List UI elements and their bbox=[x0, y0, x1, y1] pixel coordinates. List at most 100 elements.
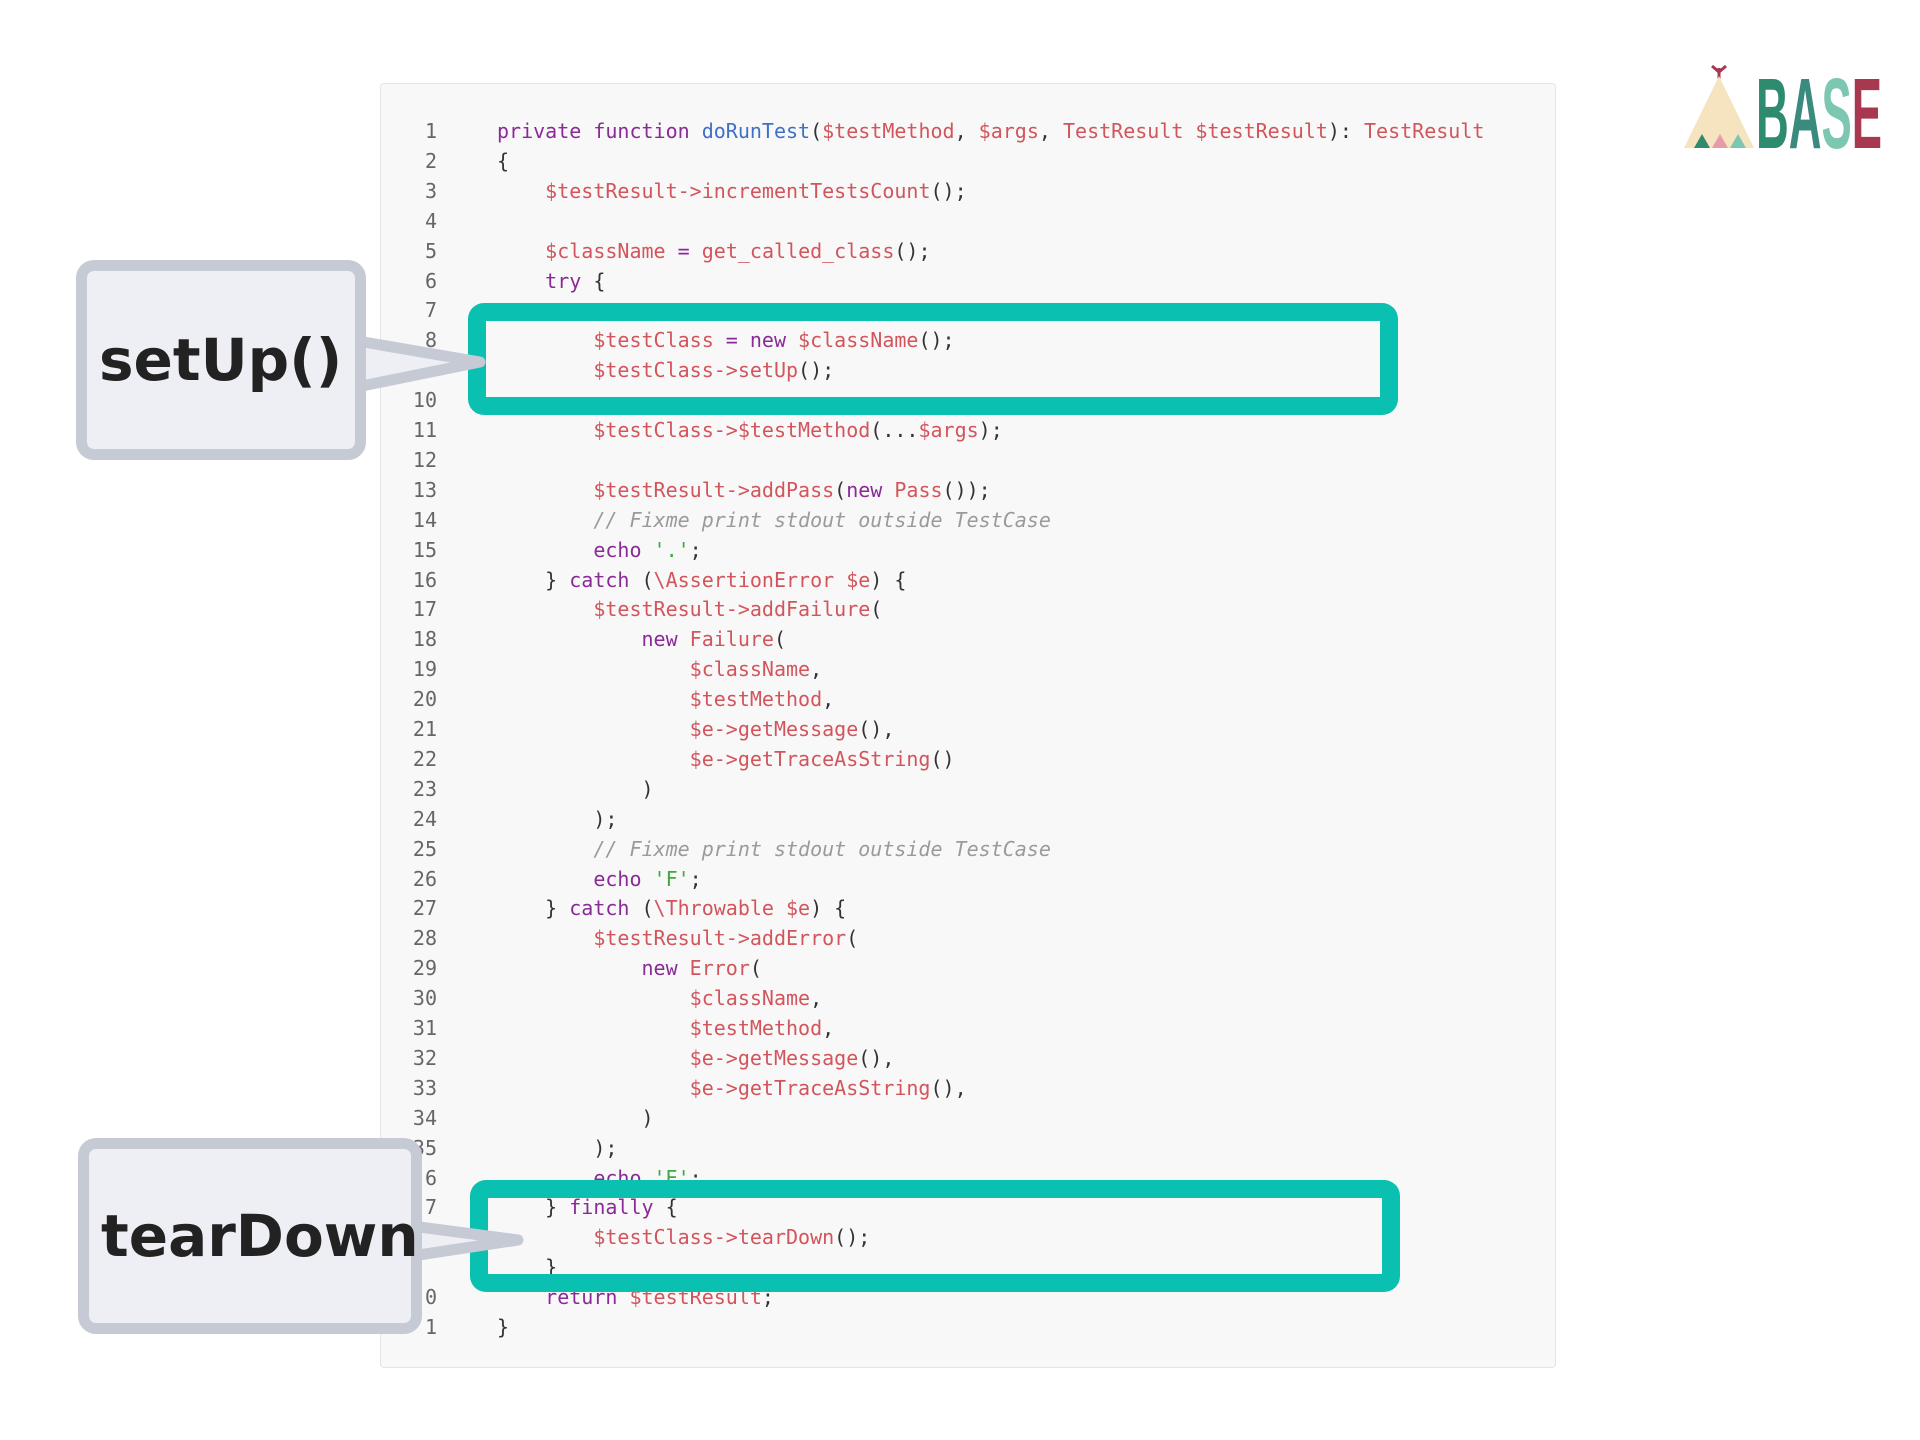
code-token: $testResult->incrementTestsCount bbox=[545, 178, 931, 203]
code-token: doRunTest bbox=[701, 119, 811, 143]
code-token: $args bbox=[978, 119, 1039, 143]
line-number: 19 bbox=[412, 657, 437, 682]
base-logo: BASE bbox=[1680, 62, 1888, 154]
line-number: 30 bbox=[412, 986, 437, 1011]
line-number: 4 bbox=[424, 208, 437, 233]
line-number: 7 bbox=[424, 1195, 437, 1220]
code-token: Error bbox=[689, 956, 750, 981]
code-token: $testResult->addFailure bbox=[593, 597, 871, 622]
code-token: $className bbox=[689, 986, 811, 1011]
code-token: $e->getMessage bbox=[689, 717, 859, 741]
line-number: 33 bbox=[412, 1075, 437, 1100]
code-text: } bbox=[497, 1312, 509, 1342]
code-token: new bbox=[641, 956, 690, 981]
code-token: ( bbox=[773, 627, 787, 652]
code-token: , bbox=[822, 1016, 835, 1040]
code-text: { bbox=[497, 146, 509, 176]
code-token: { bbox=[653, 1195, 678, 1220]
code-text: } catch (\Throwable $e) { bbox=[497, 893, 846, 923]
code-token: { bbox=[497, 148, 510, 173]
code-text: $className, bbox=[497, 654, 822, 684]
code-token: ( bbox=[870, 597, 883, 622]
code-text: $testResult->addFailure( bbox=[497, 594, 882, 624]
code-text: try { bbox=[497, 266, 605, 296]
line-number: 11 bbox=[412, 418, 437, 442]
code-token: \Throwable $e bbox=[653, 896, 811, 921]
code-token: } bbox=[497, 567, 570, 592]
line-number: 25 bbox=[412, 836, 437, 861]
code-token: catch bbox=[569, 567, 642, 592]
code-token: , bbox=[1038, 119, 1063, 143]
teardown-callout: tearDown bbox=[78, 1138, 422, 1334]
code-token: \AssertionError $e bbox=[653, 567, 871, 592]
line-number: 5 bbox=[424, 238, 437, 263]
code-text: $testClass = new $className(); bbox=[497, 325, 954, 355]
code-token: = new bbox=[725, 328, 799, 353]
code-text: echo 'F'; bbox=[497, 864, 702, 894]
line-number: 15 bbox=[412, 537, 437, 562]
line-number: 2 bbox=[424, 148, 437, 173]
code-text: $testClass->$testMethod(...$args); bbox=[497, 415, 1002, 445]
line-number: 28 bbox=[412, 926, 437, 951]
code-text: ) bbox=[497, 774, 653, 804]
line-number: 32 bbox=[412, 1045, 437, 1070]
code-token: echo bbox=[593, 866, 654, 891]
setup-callout: setUp() bbox=[76, 260, 366, 460]
line-number: 6 bbox=[424, 1165, 437, 1190]
line-number: 13 bbox=[412, 477, 437, 502]
code-token: $e->getTraceAsString bbox=[689, 746, 931, 771]
code-token: $testMethod bbox=[822, 119, 955, 143]
line-number: 0 bbox=[424, 1285, 437, 1310]
code-token: $e->getTraceAsString bbox=[689, 1075, 931, 1100]
setup-highlight-box bbox=[468, 303, 1398, 415]
line-number: 10 bbox=[412, 388, 437, 413]
code-token: ()); bbox=[942, 477, 991, 502]
code-text: $testResult->addPass(new Pass()); bbox=[497, 475, 991, 505]
code-token: 'F' bbox=[653, 866, 690, 891]
line-number: 23 bbox=[412, 776, 437, 801]
line-number: 34 bbox=[412, 1105, 437, 1130]
line-number: 20 bbox=[412, 687, 437, 712]
line-number: 21 bbox=[412, 717, 437, 741]
line-number: 8 bbox=[424, 328, 437, 353]
code-text: $testResult->incrementTestsCount(); bbox=[497, 176, 967, 206]
code-token: = bbox=[677, 238, 702, 263]
line-number: 16 bbox=[412, 567, 437, 592]
code-token: $className bbox=[545, 238, 666, 263]
code-token: $className bbox=[689, 657, 811, 682]
code-text: // Fixme print stdout outside TestCase bbox=[497, 834, 1051, 864]
code-token: TestResult bbox=[1364, 119, 1485, 143]
code-token: } bbox=[497, 1315, 510, 1339]
code-token: // Fixme print stdout outside TestCase bbox=[593, 507, 1051, 532]
code-token: $e->getMessage bbox=[689, 1045, 859, 1070]
code-token: TestResult $testResult bbox=[1062, 119, 1328, 143]
code-token: () bbox=[930, 746, 955, 771]
code-text: ); bbox=[497, 804, 617, 834]
code-token: (); bbox=[798, 358, 835, 383]
code-text: } catch (\AssertionError $e) { bbox=[497, 565, 906, 595]
code-text: $testClass->tearDown(); bbox=[497, 1222, 870, 1252]
code-token: get_called_class bbox=[701, 238, 895, 263]
code-text: } finally { bbox=[497, 1192, 678, 1222]
code-token: ; bbox=[689, 866, 702, 891]
line-number: 24 bbox=[412, 806, 437, 831]
code-text: $e->getTraceAsString() bbox=[497, 744, 955, 774]
code-token: (); bbox=[930, 178, 967, 203]
code-token: ( bbox=[641, 896, 654, 921]
code-token: $testResult->addPass bbox=[593, 477, 835, 502]
code-text: $e->getTraceAsString(), bbox=[497, 1073, 967, 1103]
code-token: catch bbox=[569, 896, 642, 921]
code-token: , bbox=[810, 986, 823, 1011]
code-text: echo '.'; bbox=[497, 535, 701, 565]
line-number: 3 bbox=[424, 178, 437, 203]
line-number: 7 bbox=[424, 298, 437, 323]
code-token: $testClass->tearDown bbox=[593, 1225, 835, 1250]
code-text: $e->getMessage(), bbox=[497, 1043, 895, 1073]
base-wordmark-text: BASE bbox=[1756, 62, 1882, 154]
code-token: ( bbox=[834, 477, 847, 502]
line-number: 29 bbox=[412, 956, 437, 981]
code-token: private function bbox=[497, 119, 702, 143]
code-token: } bbox=[497, 896, 570, 921]
setup-callout-label: setUp() bbox=[99, 326, 343, 394]
